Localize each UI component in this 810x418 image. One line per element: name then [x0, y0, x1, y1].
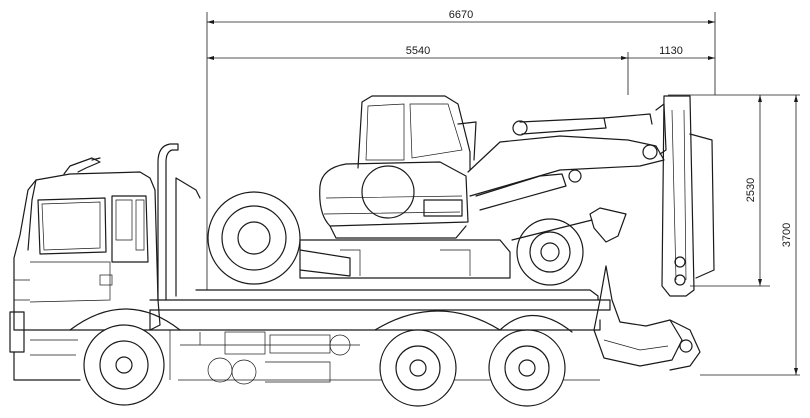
exhaust-stack [157, 143, 179, 301]
excavator-cab [357, 95, 477, 171]
truck-wheel-rear-2 [488, 329, 566, 407]
dimension-total-length: 6670 [449, 9, 473, 21]
dimension-overhang: 1130 [659, 45, 683, 57]
dimension-load-length: 5540 [406, 45, 430, 57]
truck-wheel-front [83, 324, 165, 406]
dozer-blade [589, 207, 627, 243]
truck [9, 143, 611, 407]
excavator-stick [655, 95, 715, 297]
dimension-total-height: 3700 [781, 223, 793, 247]
dimension-lines [206, 12, 800, 376]
excavator-wheel-front [516, 218, 584, 286]
dimension-machine-height: 2530 [745, 178, 757, 202]
excavator-wheel-rear [207, 191, 301, 285]
truck-wheel-rear-1 [379, 329, 457, 407]
excavator-upper-body [319, 161, 469, 239]
wheeled-excavator [207, 95, 715, 371]
excavator-boom [467, 113, 665, 211]
excavator-bucket [593, 265, 701, 371]
